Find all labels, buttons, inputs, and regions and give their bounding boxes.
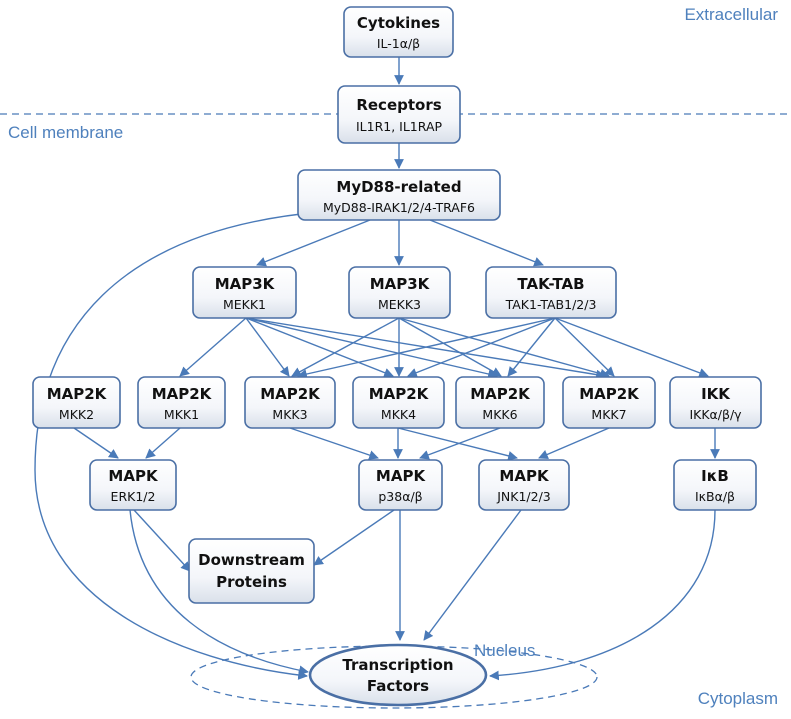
node-map2k-mkk1: MAP2K MKK1: [137, 376, 226, 429]
node-title-line2: Proteins: [216, 573, 287, 591]
node-title: MAP2K: [152, 385, 213, 403]
node-title: MAPK: [108, 467, 159, 485]
edge-mekk3-mkk3: [291, 317, 400, 377]
node-map2k-mkk2: MAP2K MKK2: [32, 376, 121, 429]
edge-mekk1-mkk1: [179, 317, 247, 377]
node-title: MAP2K: [369, 385, 430, 403]
edge-taktab-mkk4: [407, 317, 556, 378]
node-cytokines: Cytokines IL-1α/β: [343, 6, 454, 58]
node-title: MAPK: [499, 467, 550, 485]
edge-mkk2-erk: [73, 427, 119, 459]
edge-mekk3-mkk7: [398, 317, 610, 379]
node-map3k-mekk1: MAP3K MEKK1: [192, 266, 297, 319]
edge-erk-downstream: [133, 509, 191, 572]
node-subtitle: MyD88-IRAK1/2/4-TRAF6: [323, 200, 475, 215]
node-title: MAP2K: [47, 385, 108, 403]
edge-mkk1-erk: [145, 427, 181, 459]
node-title: Transcription: [342, 656, 453, 674]
nucleus-label: Nucleus: [474, 641, 535, 660]
node-subtitle: IκBα/β: [695, 489, 735, 504]
node-subtitle: MEKK3: [378, 297, 421, 312]
node-title: Downstream: [198, 551, 305, 569]
node-subtitle: MKK7: [591, 407, 626, 422]
node-subtitle: MKK1: [164, 407, 199, 422]
node-mapk-erk: MAPK ERK1/2: [89, 459, 177, 511]
node-title-line2: Factors: [367, 677, 429, 695]
node-subtitle: ERK1/2: [111, 489, 156, 504]
edge-myd88-tf: [34, 211, 321, 680]
node-title: IκB: [701, 467, 729, 485]
node-title: MyD88-related: [336, 178, 461, 196]
node-subtitle: JNK1/2/3: [496, 489, 551, 504]
node-subtitle: IL-1α/β: [377, 36, 420, 51]
edge-mkk7-jnk: [538, 427, 610, 460]
node-receptors: Receptors IL1R1, IL1RAP: [337, 85, 461, 144]
node-title: MAPK: [376, 467, 427, 485]
node-title: IKK: [701, 385, 731, 403]
edge-p38-downstream: [313, 509, 395, 566]
node-title: Cytokines: [357, 14, 440, 32]
node-map2k-mkk3: MAP2K MKK3: [244, 376, 336, 429]
node-subtitle: MKK2: [59, 407, 94, 422]
edge-mekk1-mkk4: [245, 317, 394, 378]
node-mapk-jnk: MAPK JNK1/2/3: [478, 459, 570, 511]
node-title: TAK-TAB: [517, 275, 584, 293]
edge-taktab-ikk: [554, 317, 709, 378]
node-subtitle: IKKα/β/γ: [689, 407, 742, 422]
node-subtitle: IL1R1, IL1RAP: [356, 119, 443, 134]
node-mapk-p38: MAPK p38α/β: [358, 459, 443, 511]
node-title: MAP2K: [260, 385, 321, 403]
node-subtitle: TAK1-TAB1/2/3: [505, 297, 597, 312]
node-subtitle: MKK4: [381, 407, 416, 422]
edge-taktab-mkk7: [554, 317, 615, 377]
node-map3k-mekk3: MAP3K MEKK3: [348, 266, 451, 319]
edge-myd88-taktab: [429, 219, 544, 267]
node-title: Receptors: [356, 96, 441, 114]
node-map2k-mkk6: MAP2K MKK6: [455, 376, 545, 429]
node-myd88-related: MyD88-related MyD88-IRAK1/2/4-TRAF6: [297, 169, 501, 221]
node-subtitle: MKK3: [272, 407, 307, 422]
node-transcription-factors: Transcription Factors: [308, 643, 488, 707]
node-title: MAP3K: [370, 275, 431, 293]
node-subtitle: MKK6: [482, 407, 517, 422]
extracellular-label: Extracellular: [684, 5, 778, 24]
node-title: MAP2K: [470, 385, 531, 403]
node-ikk: IKK IKKα/β/γ: [669, 376, 762, 429]
edge-taktab-mkk3: [297, 317, 556, 379]
edge-mekk1-mkk6: [245, 317, 498, 379]
edge-erk-tf: [129, 509, 309, 676]
node-map2k-mkk4: MAP2K MKK4: [352, 376, 445, 429]
cell-membrane-label: Cell membrane: [8, 123, 123, 142]
node-subtitle: p38α/β: [378, 489, 422, 504]
edge-taktab-mkk6: [507, 317, 556, 377]
node-subtitle: MEKK1: [223, 297, 266, 312]
edge-mekk1-mkk3: [245, 317, 290, 377]
node-tak-tab: TAK-TAB TAK1-TAB1/2/3: [485, 266, 617, 319]
edge-mkk4-jnk: [397, 427, 518, 461]
edge-ikb-tf: [489, 509, 716, 681]
edge-myd88-mekk1: [256, 219, 371, 267]
edge-mkk3-p38: [289, 427, 379, 460]
node-map2k-mkk7: MAP2K MKK7: [562, 376, 656, 429]
node-ikb: IκB IκBα/β: [673, 459, 757, 511]
node-title: MAP2K: [579, 385, 640, 403]
node-downstream-proteins: Downstream Proteins: [188, 538, 315, 604]
node-title: MAP3K: [215, 275, 276, 293]
edge-jnk-tf: [423, 509, 522, 641]
edges: [34, 57, 720, 681]
edge-mekk3-mkk6: [398, 317, 502, 377]
cytoplasm-label: Cytoplasm: [698, 689, 778, 708]
